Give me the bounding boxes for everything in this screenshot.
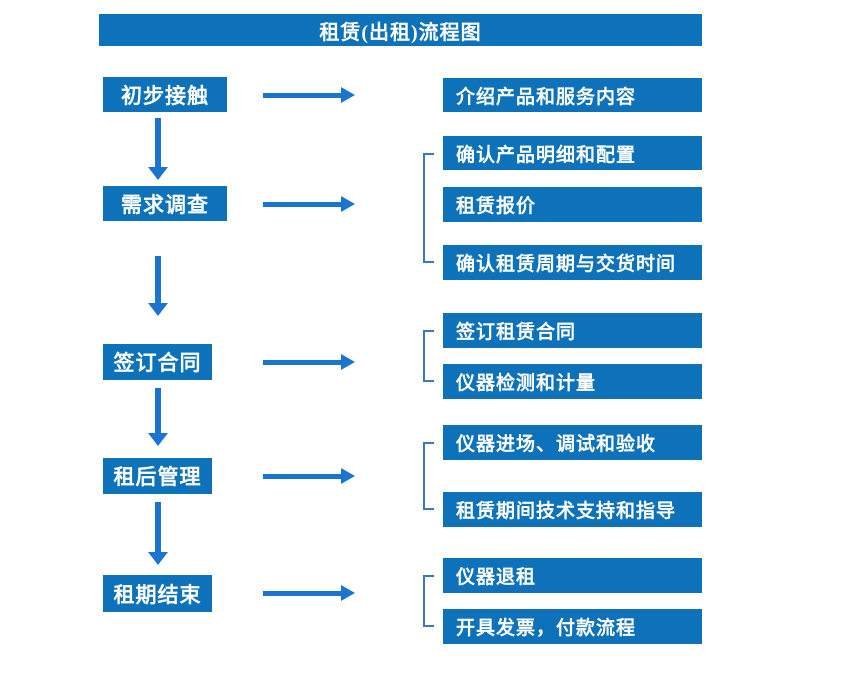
detail-box-intro-products: 介绍产品和服务内容 <box>443 78 702 112</box>
detail-box-sign-lease-contract: 签订租赁合同 <box>443 313 702 348</box>
step-box-lease-end: 租期结束 <box>103 575 212 612</box>
step-box-demand-survey: 需求调查 <box>103 186 227 221</box>
detail-box-instrument-testing: 仪器检测和计量 <box>443 364 702 399</box>
right-arrow-stem <box>263 591 342 596</box>
detail-box-tech-support: 租赁期间技术支持和指导 <box>443 492 702 527</box>
right-arrow-stem <box>263 474 342 479</box>
down-arrow-stem <box>155 388 161 434</box>
right-arrow-stem <box>263 202 342 207</box>
detail-box-rental-quote: 租赁报价 <box>443 187 702 222</box>
right-arrow-icon <box>263 468 355 484</box>
detail-box-confirm-period-delivery: 确认租赁周期与交货时间 <box>443 245 702 280</box>
step-box-post-rental-management: 租后管理 <box>103 458 212 494</box>
right-arrow-stem <box>263 93 342 98</box>
group-bracket-sign-contract <box>423 330 434 382</box>
detail-box-confirm-product-config: 确认产品明细和配置 <box>443 136 702 170</box>
right-arrow-head <box>341 87 355 103</box>
down-arrow-stem <box>155 502 161 553</box>
down-arrow-head <box>148 552 168 565</box>
down-arrow-stem <box>155 256 161 304</box>
right-arrow-head <box>341 468 355 484</box>
right-arrow-icon <box>263 354 355 370</box>
down-arrow-icon <box>148 388 168 446</box>
down-arrow-icon <box>148 256 168 316</box>
detail-box-instrument-entry-acceptance: 仪器进场、调试和验收 <box>443 425 702 460</box>
down-arrow-head <box>148 167 168 180</box>
detail-box-invoice-payment: 开具发票，付款流程 <box>443 609 702 644</box>
step-box-initial-contact: 初步接触 <box>103 77 227 112</box>
right-arrow-icon <box>263 585 355 601</box>
right-arrow-icon <box>263 87 355 103</box>
right-arrow-head <box>341 354 355 370</box>
right-arrow-head <box>341 196 355 212</box>
detail-box-instrument-return: 仪器退租 <box>443 558 702 593</box>
group-bracket-demand-survey <box>423 153 434 263</box>
down-arrow-head <box>148 303 168 316</box>
down-arrow-icon <box>148 118 168 180</box>
right-arrow-stem <box>263 360 342 365</box>
group-bracket-post-rental <box>423 442 434 510</box>
down-arrow-icon <box>148 502 168 565</box>
step-box-sign-contract: 签订合同 <box>103 344 212 380</box>
down-arrow-head <box>148 433 168 446</box>
group-bracket-lease-end <box>423 575 434 627</box>
flowchart-title: 租赁(出租)流程图 <box>99 14 702 46</box>
right-arrow-icon <box>263 196 355 212</box>
down-arrow-stem <box>155 118 161 168</box>
right-arrow-head <box>341 585 355 601</box>
